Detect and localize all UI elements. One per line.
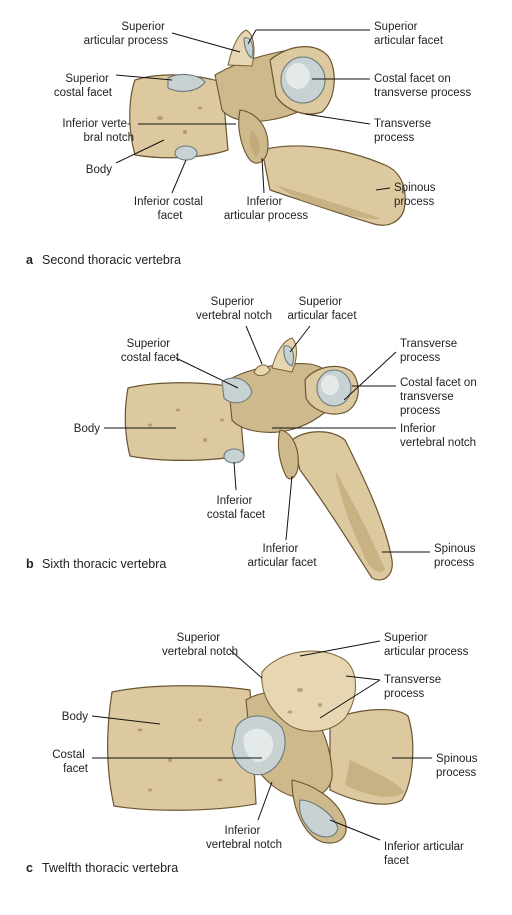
c-inf-art-facet-label: Inferior articular facet	[384, 841, 467, 867]
panel-c-caption: c Twelfth thoracic vertebra	[26, 861, 178, 875]
panel-b-caption: b Sixth thoracic vertebra	[26, 557, 166, 571]
panel-c-illustration	[107, 650, 414, 844]
panel-a-labels: Superior articular process Superior arti…	[54, 21, 472, 222]
a-inf-costal-facet-label: Inferior costal facet	[134, 196, 206, 222]
b-inf-art-facet-label: Inferior articular facet	[247, 543, 317, 569]
a-spinous-process-label: Spinous process	[394, 182, 439, 208]
a-costal-facet-tp-label: Costal facet on transverse process	[374, 73, 471, 99]
c-costal-facet-label: Costal facet	[52, 749, 89, 775]
c-sup-vert-notch-label: Superior vertebral notch	[162, 632, 238, 658]
b-transverse-process-label: Transverse process	[400, 338, 460, 364]
b-inf-vert-notch-label: Inferior vertebral notch	[400, 423, 476, 449]
b-sup-vert-notch-label: Superior vertebral notch	[196, 296, 272, 322]
b-sup-art-facet-label: Superior articular facet	[287, 296, 357, 322]
a-body-label: Body	[86, 164, 112, 176]
c-body-label: Body	[62, 711, 88, 723]
panel-c-labels: Superior vertebral notch Superior articu…	[52, 632, 481, 867]
b-sup-costal-facet-label: Superior costal facet	[121, 338, 180, 364]
b-body-label: Body	[74, 423, 100, 435]
a-transverse-process-label: Transverse process	[374, 118, 434, 144]
panel-a-illustration	[129, 29, 406, 226]
c-transverse-process-label: Transverse process	[384, 674, 444, 700]
a-sup-costal-facet-label: Superior costal facet	[54, 73, 113, 99]
b-spinous-process-label: Spinous process	[434, 543, 479, 569]
panel-b-illustration	[124, 337, 393, 581]
c-sup-art-process-label: Superior articular process	[384, 632, 469, 658]
b-costal-facet-tp-label: Costal facet on transverse process	[400, 377, 480, 417]
panel-b-labels: Superior vertebral notch Superior articu…	[74, 296, 480, 569]
panel-b-leaders	[104, 325, 430, 553]
c-inf-vert-notch-label: Inferior vertebral notch	[206, 825, 282, 851]
panel-a-caption: a Second thoracic vertebra	[26, 253, 181, 267]
c-spinous-process-label: Spinous process	[436, 753, 481, 779]
panel-a-leaders	[115, 29, 391, 194]
a-sup-art-process-label: Superior articular process	[84, 21, 169, 47]
a-inf-art-process-label: Inferior articular process	[224, 196, 309, 222]
a-sup-art-facet-label: Superior articular facet	[374, 21, 444, 47]
a-inf-vert-notch-label: Inferior verte- bral notch	[62, 118, 134, 144]
b-inf-costal-facet-label: Inferior costal facet	[207, 495, 266, 521]
panel-c-leaders	[91, 640, 432, 841]
